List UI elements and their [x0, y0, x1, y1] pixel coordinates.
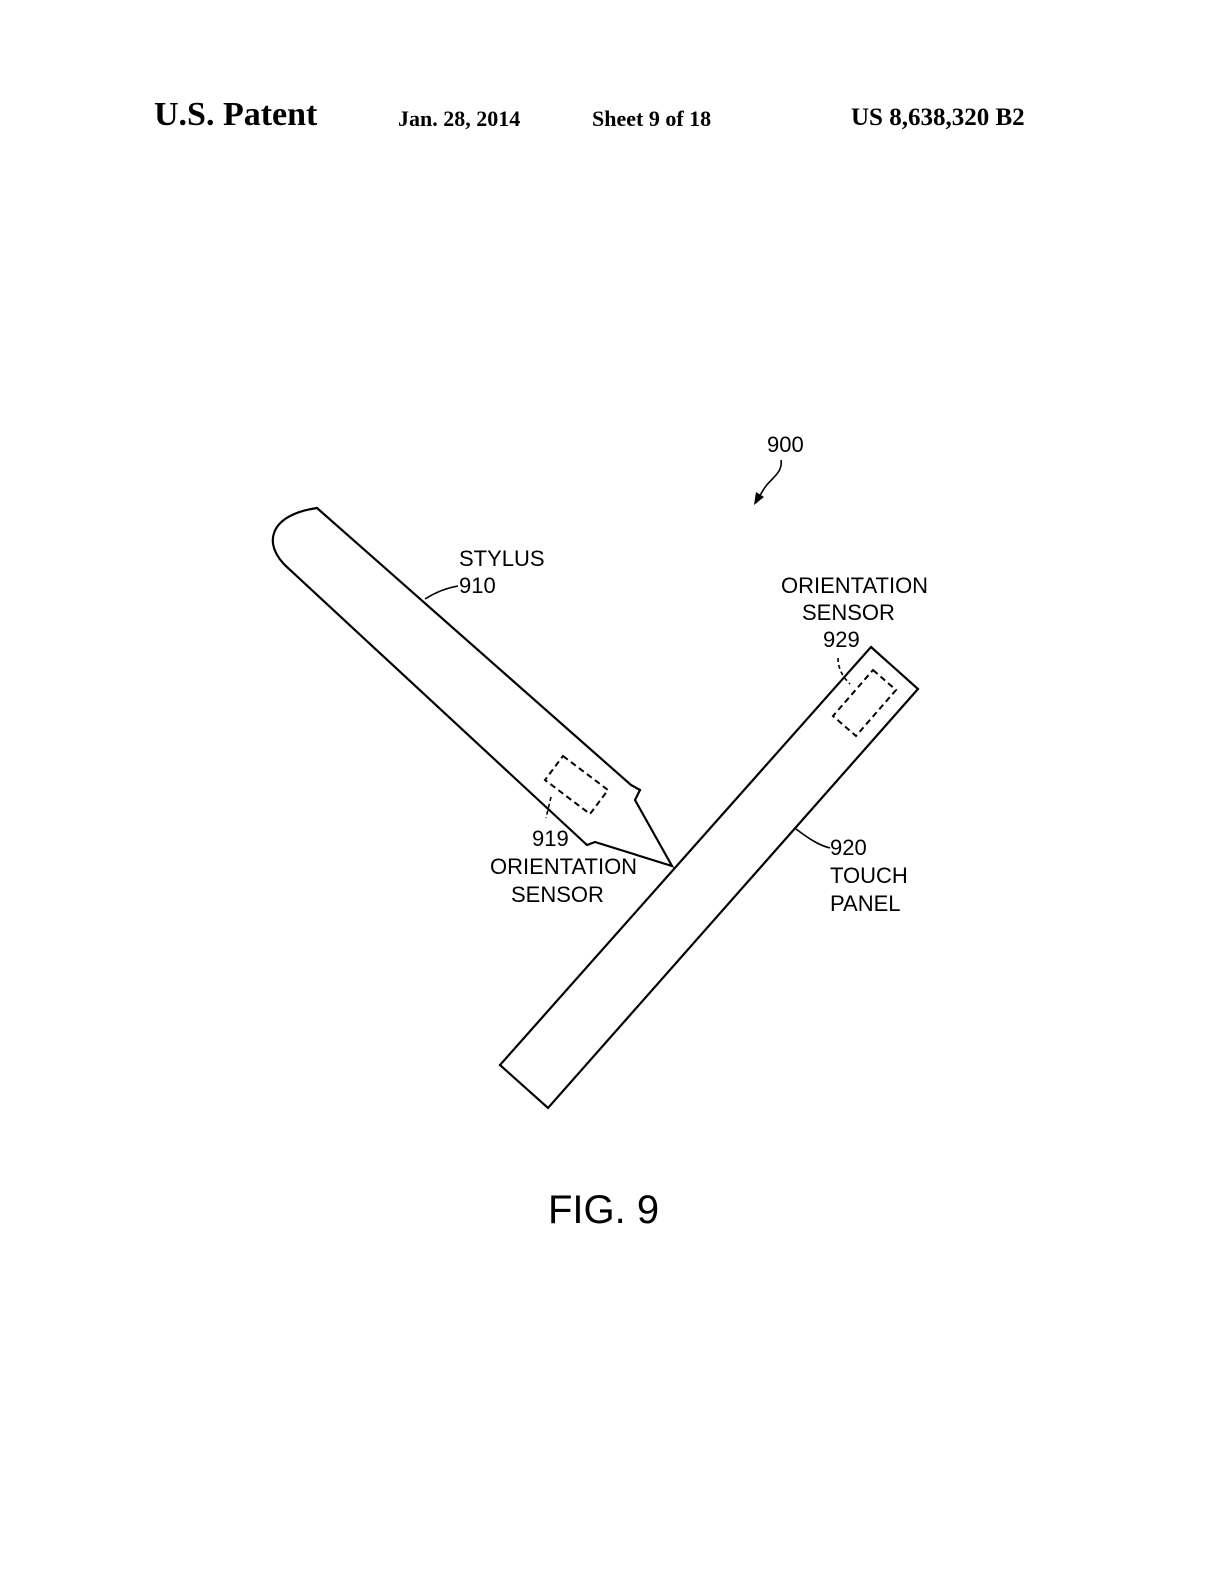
stylus-ref-label: 910 [459, 573, 496, 598]
header-date: Jan. 28, 2014 [398, 106, 521, 131]
stylus-leader [424, 585, 459, 600]
stylus-sensor-ref-label: 919 [532, 826, 569, 851]
header-patent-number: US 8,638,320 B2 [851, 104, 1025, 131]
stylus-body [271, 506, 675, 868]
touch-panel [498, 645, 920, 1110]
panel-ref-label: 920 [830, 835, 867, 860]
stylus-orientation-sensor-box [543, 754, 610, 816]
panel-sensor-label-line2: SENSOR [802, 600, 895, 625]
panel-orientation-sensor-box [831, 668, 898, 738]
stylus-sensor-label-line2: SENSOR [511, 882, 604, 907]
panel-leader [795, 828, 831, 849]
header-sheet: Sheet 9 of 18 [592, 106, 712, 131]
figure-caption: FIG. 9 [548, 1188, 659, 1232]
panel-name-label-line1: TOUCH [830, 863, 908, 888]
ref-900-label: 900 [767, 432, 804, 457]
panel-sensor-leader [837, 657, 851, 685]
stylus-sensor-leader [545, 796, 552, 819]
panel-sensor-label-line1: ORIENTATION [781, 573, 928, 598]
ref-900-arrowhead [754, 492, 764, 505]
stylus-sensor-label-line1: ORIENTATION [490, 854, 637, 879]
panel-sensor-ref-label: 929 [823, 627, 860, 652]
stylus-name-label: STYLUS [459, 546, 545, 571]
header-publication: U.S. Patent [154, 96, 318, 133]
panel-name-label-line2: PANEL [830, 891, 901, 916]
